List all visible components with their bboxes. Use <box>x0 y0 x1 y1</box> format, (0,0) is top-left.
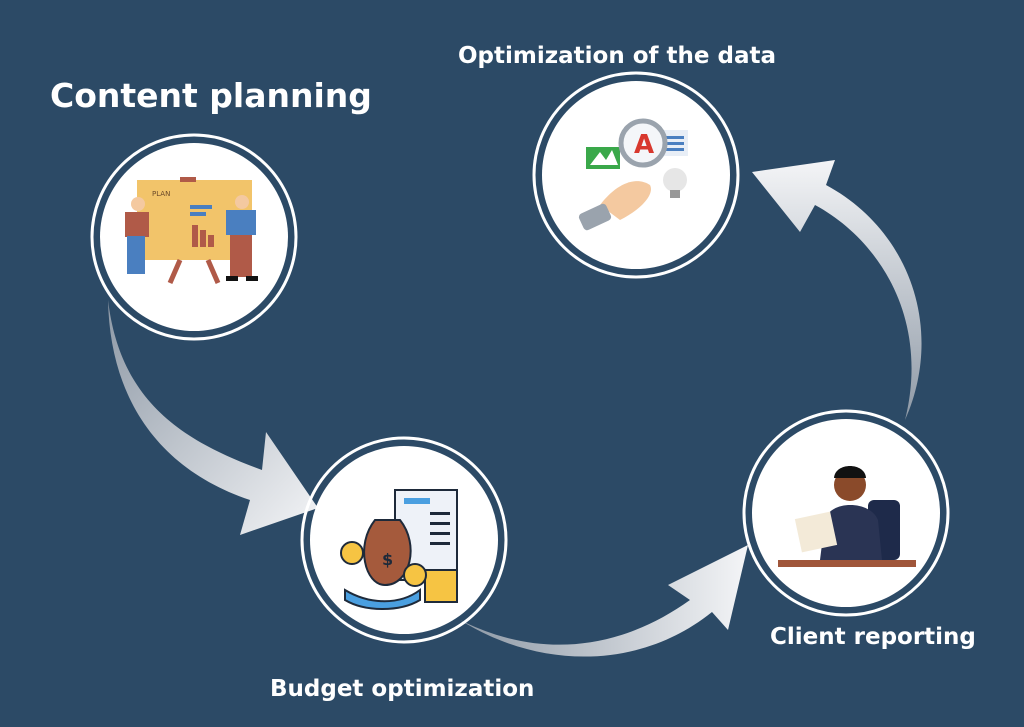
dollar-sign: $ <box>382 550 393 569</box>
label-budget-optimization: Budget optimization <box>270 676 535 702</box>
circle-optimization-data: A <box>532 71 740 279</box>
letter-a: A <box>634 130 654 160</box>
label-optimization-data: Optimization of the data <box>458 43 777 69</box>
circle-budget-optimization: $ <box>300 436 508 644</box>
circle-content-planning: PLAN <box>90 133 298 341</box>
label-content-planning: Content planning <box>50 76 372 115</box>
arrow-budget-to-client <box>460 545 748 657</box>
circle-client-reporting <box>742 409 950 617</box>
arrow-planning-to-budget <box>108 300 318 535</box>
plan-text: PLAN <box>152 190 170 198</box>
label-client-reporting: Client reporting <box>770 624 976 650</box>
arrow-client-to-optimization <box>752 160 922 420</box>
